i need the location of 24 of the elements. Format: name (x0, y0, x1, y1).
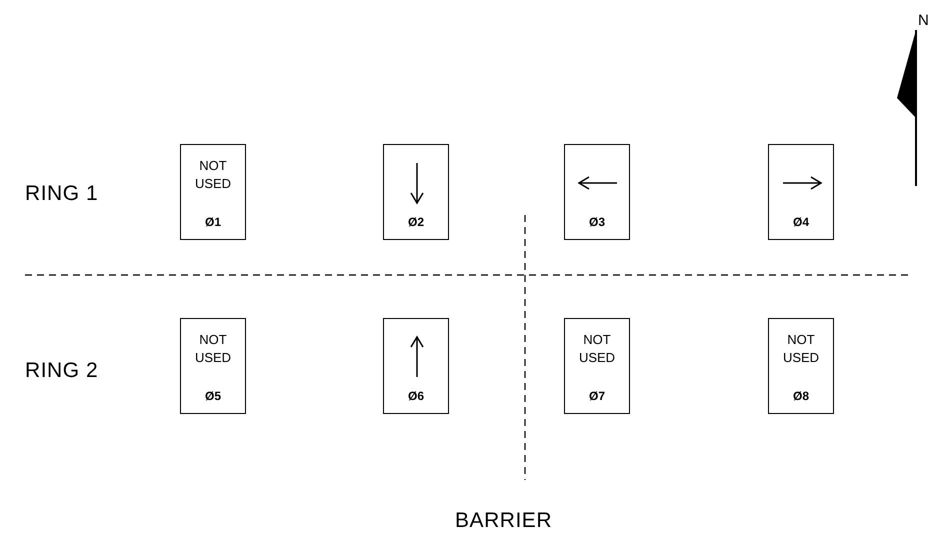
phase-box (180, 144, 246, 240)
phase-box (383, 144, 449, 240)
ring-label: RING 2 (25, 358, 98, 384)
phase-number: Ø6 (408, 388, 424, 405)
phase-number: Ø4 (792, 214, 809, 231)
compass-label: N (918, 11, 929, 31)
phase-status: NOT USED (782, 331, 820, 367)
barrier-label: BARRIER (455, 508, 552, 534)
phase-number: Ø3 (588, 214, 605, 231)
ring-label: RING 1 (25, 181, 98, 207)
phase-box (383, 318, 449, 414)
phase-box (180, 318, 246, 414)
phase-number: Ø8 (792, 388, 809, 405)
phase-box (564, 144, 630, 240)
phase-number: Ø1 (204, 214, 221, 231)
phase-box (564, 318, 630, 414)
phase-box (768, 318, 834, 414)
phase-number: Ø7 (588, 388, 605, 405)
phase-status: NOT USED (194, 331, 232, 367)
phase-box (768, 144, 834, 240)
phase-status: NOT USED (578, 331, 616, 367)
phase-number: Ø2 (408, 214, 424, 231)
phase-status: NOT USED (194, 157, 232, 193)
phase-number: Ø5 (204, 388, 221, 405)
